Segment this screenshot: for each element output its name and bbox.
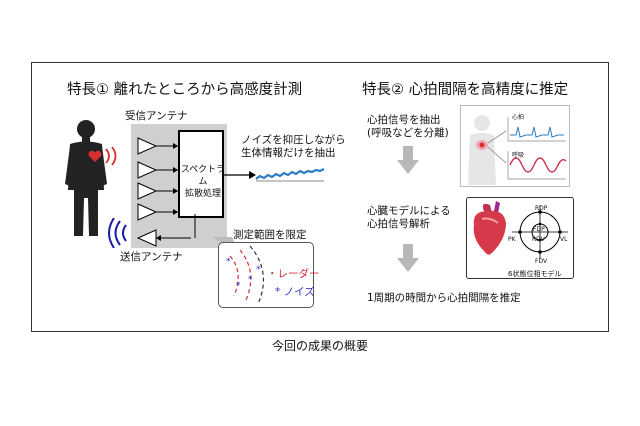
rx-antenna-label: 受信アンテナ	[125, 110, 188, 122]
range-limit-title: 測定範囲を限定	[233, 229, 307, 241]
phase-model-caption: 6状態位相モデル	[508, 270, 562, 278]
output-arrow	[224, 171, 256, 179]
person-figure	[65, 120, 107, 236]
figure-frame	[31, 62, 609, 332]
spectrum-line1: スペクトラム	[180, 165, 226, 187]
respiration-label: 呼吸	[512, 152, 525, 159]
state-rdv: RDV	[532, 236, 545, 243]
extracted-signal-graph	[255, 168, 325, 182]
state-rdp: RDP	[535, 205, 548, 212]
down-arrow-2	[397, 244, 419, 272]
svg-text:*: *	[226, 257, 231, 267]
transmit-wave-icon	[108, 218, 127, 248]
spectrum-line2: 拡散処理	[184, 189, 221, 199]
spectrum-processing-block	[178, 130, 224, 218]
figure-caption: 今回の成果の概要	[271, 339, 368, 353]
step1-line2: (呼吸などを分離)	[367, 127, 449, 139]
step2-line1: 心臓モデルによる	[367, 205, 451, 217]
signal-extraction-graphic	[468, 115, 567, 185]
svg-text:*: *	[236, 281, 241, 291]
heart-icon	[88, 150, 102, 162]
heartbeat-label: 心拍	[512, 114, 525, 121]
feedback-line	[194, 214, 196, 238]
radar-legend: ・レーダー	[267, 268, 320, 280]
down-arrow-1	[397, 146, 419, 174]
step2-line2: 心拍信号解析	[367, 218, 430, 230]
step3-text: 1周期の時間から心拍間隔を推定	[367, 292, 521, 304]
feature2-title: 特長② 心拍間隔を高精度に推定	[362, 82, 569, 98]
svg-text:*: *	[256, 265, 261, 275]
step1-line1: 心拍信号を抽出	[367, 114, 441, 126]
state-pk: PK	[508, 236, 516, 243]
range-arcs: * * * *	[226, 245, 264, 305]
state-fdp: FDP	[533, 226, 545, 233]
noise-suppression-line2: 生体情報だけを抽出	[241, 147, 336, 159]
heart-model-graphic	[473, 201, 568, 259]
antenna-array	[136, 137, 191, 247]
noise-legend: * ノイズ	[275, 286, 315, 298]
feature1-title: 特長① 離れたところから高感度計測	[67, 82, 303, 98]
tx-antenna-label: 送信アンテナ	[120, 251, 183, 263]
state-vl: VL	[560, 236, 568, 243]
reflected-wave-icon	[105, 146, 117, 166]
state-fdv: FDV	[535, 258, 548, 265]
range-limit-box	[218, 242, 314, 308]
noise-suppression-line1: ノイズを抑圧しながら	[241, 134, 346, 146]
svg-text:*: *	[248, 275, 253, 285]
spectrum-processing-label: スペクトラム 拡散処理	[180, 164, 226, 200]
